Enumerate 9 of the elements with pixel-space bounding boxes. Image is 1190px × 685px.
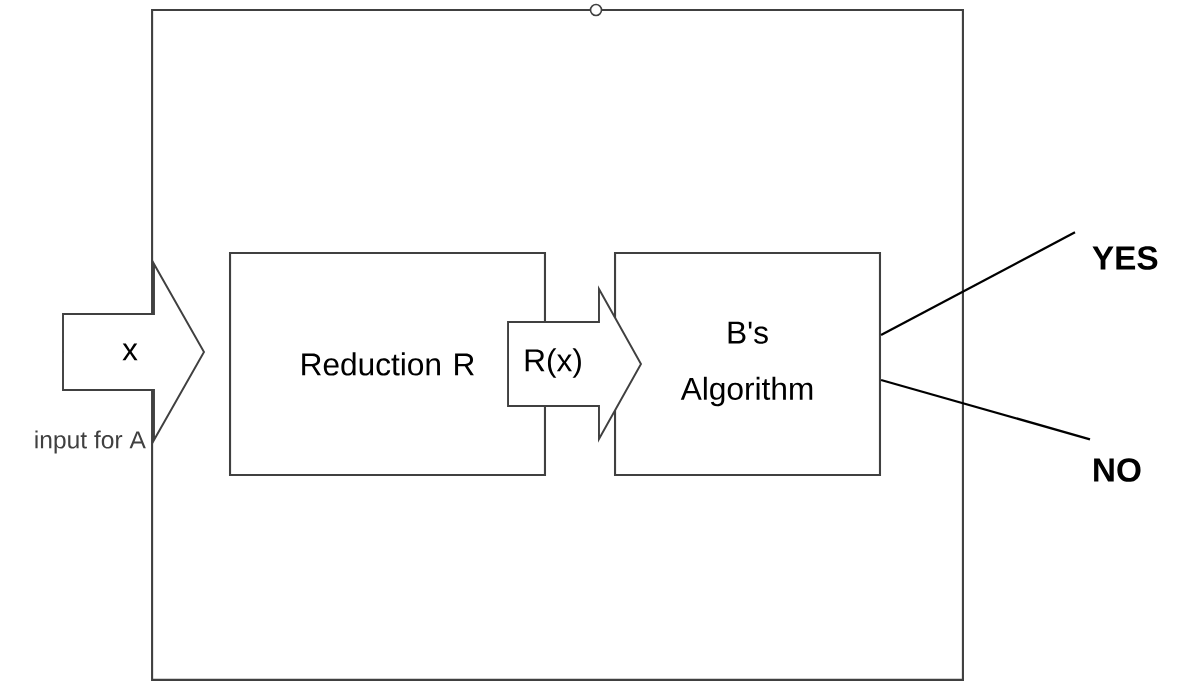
edge-label: x xyxy=(122,343,138,361)
process-box: B's Algorithm xyxy=(613,251,882,477)
note-text: input for A xyxy=(35,430,146,454)
output-label: NO xyxy=(1094,458,1141,482)
output-label: YES xyxy=(1092,246,1158,270)
block-arrow xyxy=(62,260,206,444)
connector-line xyxy=(880,231,1076,336)
connector-line xyxy=(880,378,1091,441)
outer-box xyxy=(151,9,964,681)
